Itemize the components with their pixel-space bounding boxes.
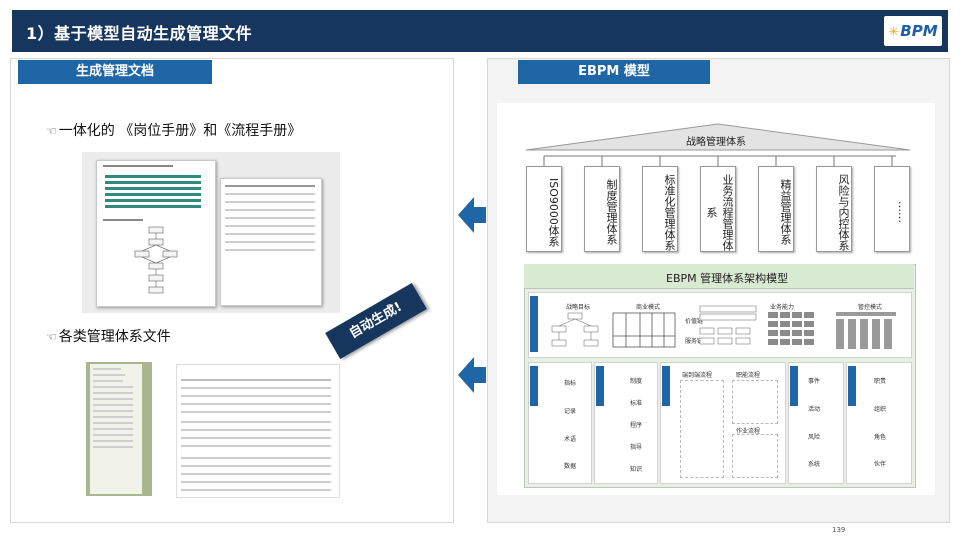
management-doc-page: [176, 364, 340, 498]
doc-index-page: [90, 364, 142, 494]
bullet-system-docs: ☜各类管理体系文件: [46, 329, 171, 345]
data-group: [528, 362, 592, 484]
item-partner: 伙伴: [874, 461, 887, 468]
item-data: 数据: [564, 463, 577, 470]
operation-process-frame: [732, 434, 778, 478]
item-e2e-process: 端到端流程: [682, 372, 713, 379]
pillar-risk-control: 风险与内控体系: [816, 166, 852, 252]
process-manual-page: [220, 178, 322, 306]
spark-icon: ✳: [888, 25, 900, 40]
ebpm-architecture-header: [524, 264, 914, 289]
roof-label: 战略管理体系: [686, 137, 746, 148]
pointing-hand-icon: ☜: [46, 330, 57, 344]
page-number: 139: [832, 526, 846, 534]
business-model-graphic: [612, 312, 676, 348]
pillar-business-process: 业务流程管理体系: [700, 166, 736, 252]
rule-group: [594, 362, 658, 484]
group-label-bar: [848, 366, 856, 406]
item-term: 术语: [564, 436, 577, 443]
pillar-more: ……: [874, 166, 910, 252]
item-operation-process: 作业流程: [736, 428, 761, 435]
item-role: 角色: [874, 434, 887, 441]
pointing-hand-icon: ☜: [46, 124, 57, 138]
job-manual-page: [96, 160, 216, 307]
group-label-bar: [596, 366, 604, 406]
item-organization: 组织: [874, 406, 887, 413]
functional-process-frame: [732, 380, 778, 424]
module-business-model: 商业模式: [636, 304, 661, 311]
module-control-mode: 管控模式: [858, 304, 883, 311]
group-label-bar: [530, 366, 538, 406]
goal-tree-graphic: [551, 312, 599, 347]
item-guide: 指导: [630, 444, 643, 451]
pillar-policy: 制度管理体系: [584, 166, 620, 252]
pillar-iso9000: ISO9000体系: [526, 166, 562, 252]
item-knowledge: 知识: [630, 466, 643, 473]
arrow-left-icon: [458, 197, 486, 233]
item-functional-process: 职能流程: [736, 372, 761, 379]
item-indicator: 指标: [564, 380, 577, 387]
item-event: 事件: [808, 378, 821, 385]
item-duty: 职责: [874, 378, 887, 385]
function-group: [788, 362, 844, 484]
item-procedure: 程序: [630, 422, 643, 429]
pillar-connectors: [543, 155, 896, 166]
item-record: 记录: [564, 408, 577, 415]
flowchart-graphic: [134, 226, 178, 294]
value-chain-graphic: [699, 305, 757, 345]
item-activity: 活动: [808, 406, 821, 413]
group-label-bar: [530, 296, 538, 352]
control-mode-graphic: [836, 312, 896, 349]
group-label-bar: [790, 366, 798, 406]
bullet-job-manual: ☜一体化的 《岗位手册》和《流程手册》: [46, 123, 302, 139]
item-risk: 风险: [808, 434, 821, 441]
group-label-bar: [662, 366, 670, 406]
left-panel-tab: 生成管理文档: [18, 60, 212, 84]
capability-grid-graphic: [768, 312, 814, 345]
item-policy: 制度: [630, 378, 643, 385]
module-business-capability: 业务能力: [770, 304, 795, 311]
service-chain-label: 服务链: [685, 338, 704, 345]
pillar-standardization: 标准化管理体系: [642, 166, 678, 252]
arrow-left-icon: [458, 357, 486, 393]
title-bar: [12, 10, 948, 52]
item-standard: 标准: [630, 400, 643, 407]
pillar-lean: 精益管理体系: [758, 166, 794, 252]
module-strategic-goals: 战略目标: [566, 304, 591, 311]
value-chain-label: 价值链: [685, 318, 704, 325]
ebpm-architecture-title: EBPM 管理体系架构模型: [666, 272, 789, 285]
bpm-logo: ✳BPM: [884, 16, 942, 46]
page-title: 1）基于模型自动生成管理文件: [26, 24, 253, 43]
org-group: [846, 362, 912, 484]
item-system: 系统: [808, 461, 821, 468]
right-panel-tab: EBPM 模型: [518, 60, 710, 84]
strategy-roof: [525, 123, 911, 151]
e2e-process-frame: [680, 380, 724, 478]
